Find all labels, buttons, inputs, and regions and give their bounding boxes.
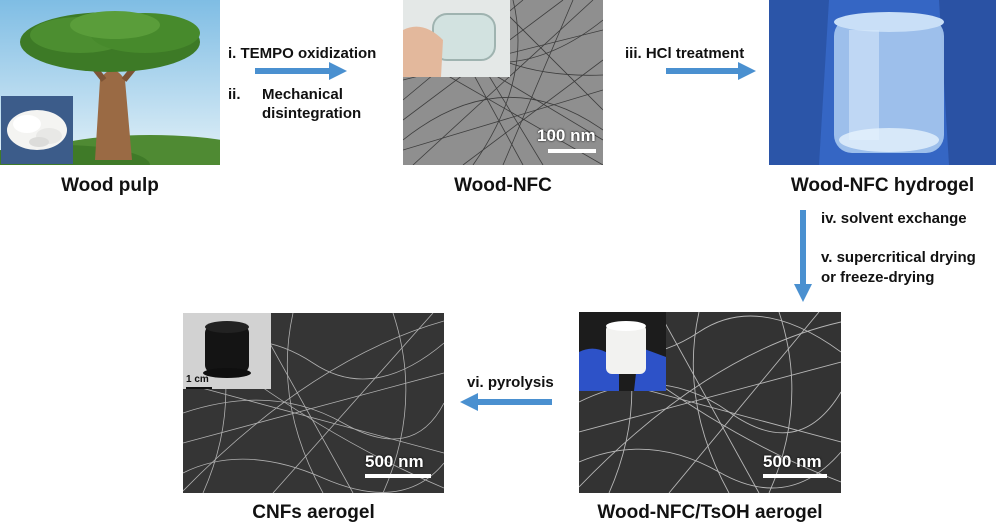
scalebar-label-nfc: 100 nm	[537, 126, 596, 145]
caption-wood-pulp: Wood pulp	[61, 175, 159, 196]
step-supercritical-drying: v. supercritical drying	[821, 249, 976, 266]
caption-wood-nfc: Wood-NFC	[454, 175, 552, 196]
wood-pulp-inset	[1, 96, 73, 164]
step-solvent-exchange: iv. solvent exchange	[821, 210, 967, 227]
wood-nfc-hydrogel-image	[769, 0, 996, 165]
caption-cnf-aerogel: CNFs aerogel	[252, 502, 375, 523]
step-hcl-treatment: iii. HCl treatment	[625, 45, 745, 62]
scalebar-tsoh	[763, 474, 827, 478]
caption-tsoh-aerogel: Wood-NFC/TsOH aerogel	[597, 502, 823, 523]
step-freeze-drying: or freeze-drying	[821, 269, 935, 286]
step-pyrolysis: vi. pyrolysis	[467, 374, 554, 391]
step-ii-number: ii.	[228, 86, 241, 103]
scalebar-label-tsoh: 500 nm	[763, 452, 822, 471]
scalebar-label-cnf: 500 nm	[365, 452, 424, 471]
tsoh-aerogel-photo-inset	[579, 312, 666, 391]
scalebar-inset-cnf	[186, 387, 212, 389]
cnf-aerogel-photo-inset	[183, 313, 271, 389]
scalebar-nfc	[548, 149, 596, 153]
arrow-step-1	[255, 62, 347, 80]
step-tempo-oxidization: i. TEMPO oxidization	[228, 45, 377, 62]
step-disintegration: disintegration	[262, 105, 362, 122]
wood-nfc-vial-inset	[403, 0, 510, 77]
arrow-step-4-5	[794, 210, 812, 302]
caption-wood-nfc-hydrogel: Wood-NFC hydrogel	[790, 175, 975, 196]
step-mechanical: Mechanical	[262, 86, 343, 103]
scalebar-cnf	[365, 474, 431, 478]
arrow-step-6	[460, 393, 552, 411]
arrow-step-3	[666, 62, 756, 80]
scalebar-label-inset-cnf: 1 cm	[186, 374, 209, 385]
